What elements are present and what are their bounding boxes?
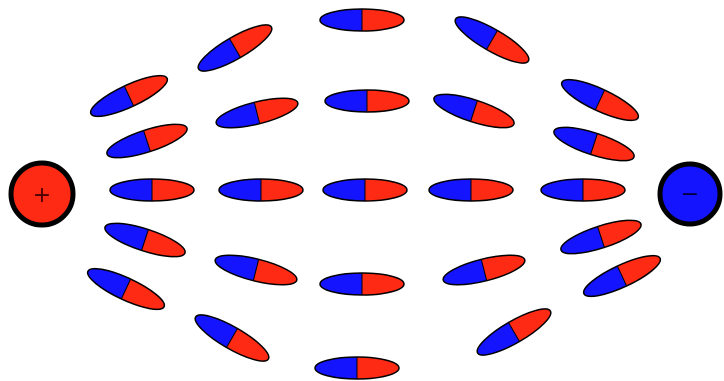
positive-charge: +: [11, 163, 73, 225]
dipole-13: [323, 179, 407, 201]
negative-charge-sign: −: [681, 182, 699, 207]
dipole-1: [320, 9, 404, 31]
dipole-15: [541, 179, 625, 201]
dipole-14: [429, 179, 513, 201]
dipole-8: [325, 90, 409, 112]
dipole-18: [320, 273, 404, 295]
dipole-11: [110, 179, 194, 201]
positive-charge-sign: +: [33, 183, 51, 208]
dipole-25: [315, 357, 399, 379]
negative-charge: −: [660, 164, 720, 224]
dipole-12: [219, 179, 303, 201]
